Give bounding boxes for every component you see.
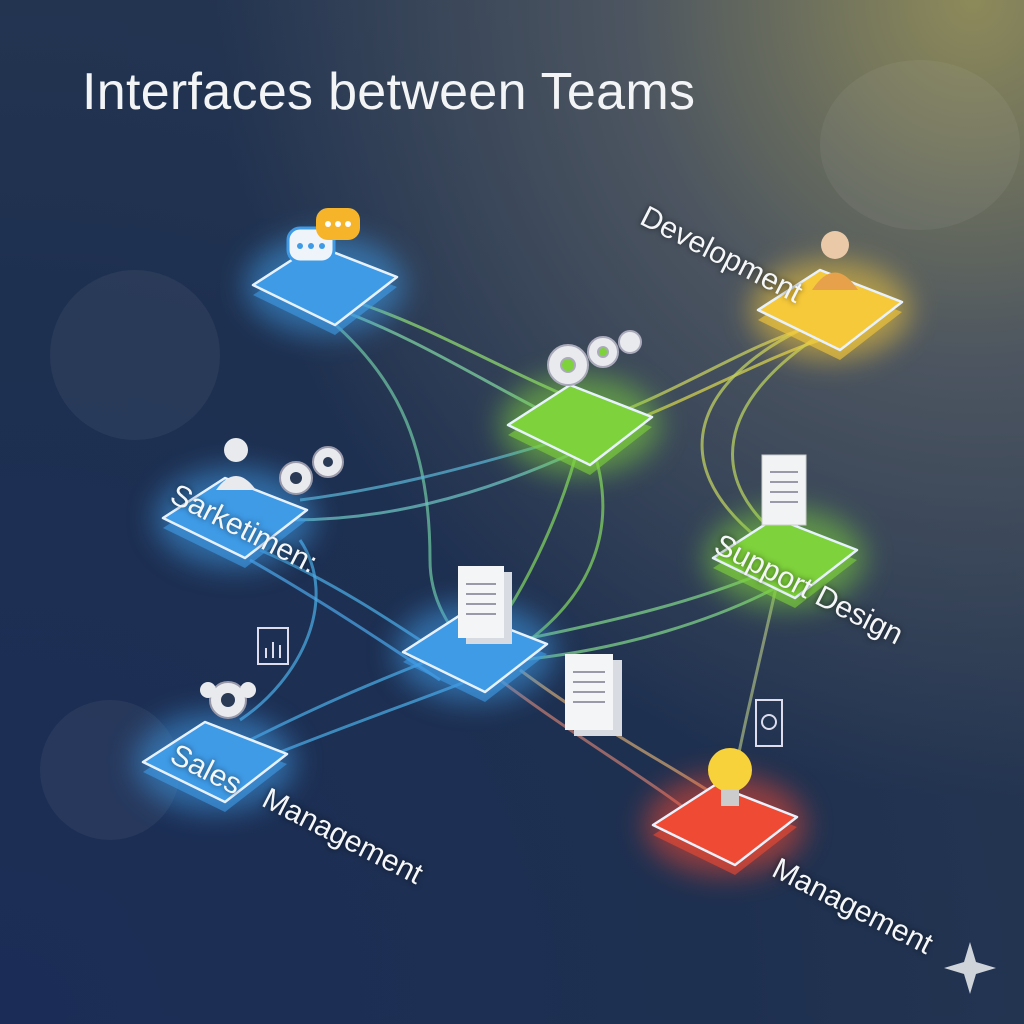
document-icon: [761, 454, 807, 526]
sparkle-icon: [944, 942, 996, 994]
tile-communication: [245, 235, 405, 335]
person-icon: [812, 231, 858, 290]
background-blob: [50, 270, 220, 440]
tile-sales: [135, 712, 295, 812]
gear-people-icon: [200, 681, 256, 719]
connection-line: [239, 539, 318, 722]
background-blob: [820, 60, 1020, 230]
tile-management: [645, 775, 805, 875]
connection-line: [329, 318, 472, 652]
documents-icon: [565, 654, 622, 736]
tile-marketing: [155, 468, 315, 568]
bar-chart-icon: [257, 627, 289, 665]
tile-support-design: [705, 508, 865, 608]
documents-icon: [458, 566, 512, 644]
page-title: Interfaces between Teams: [82, 63, 696, 121]
person-gears-icon: [216, 438, 344, 495]
connection-line: [700, 328, 801, 542]
chat-bubbles-icon: [286, 208, 360, 264]
at-sign-icon: [755, 699, 783, 747]
gears-icon: [547, 330, 642, 386]
tile-development: [750, 260, 910, 360]
connection-line: [289, 448, 581, 522]
lightbulb-icon: [708, 748, 752, 806]
tile-operations: [500, 375, 660, 475]
